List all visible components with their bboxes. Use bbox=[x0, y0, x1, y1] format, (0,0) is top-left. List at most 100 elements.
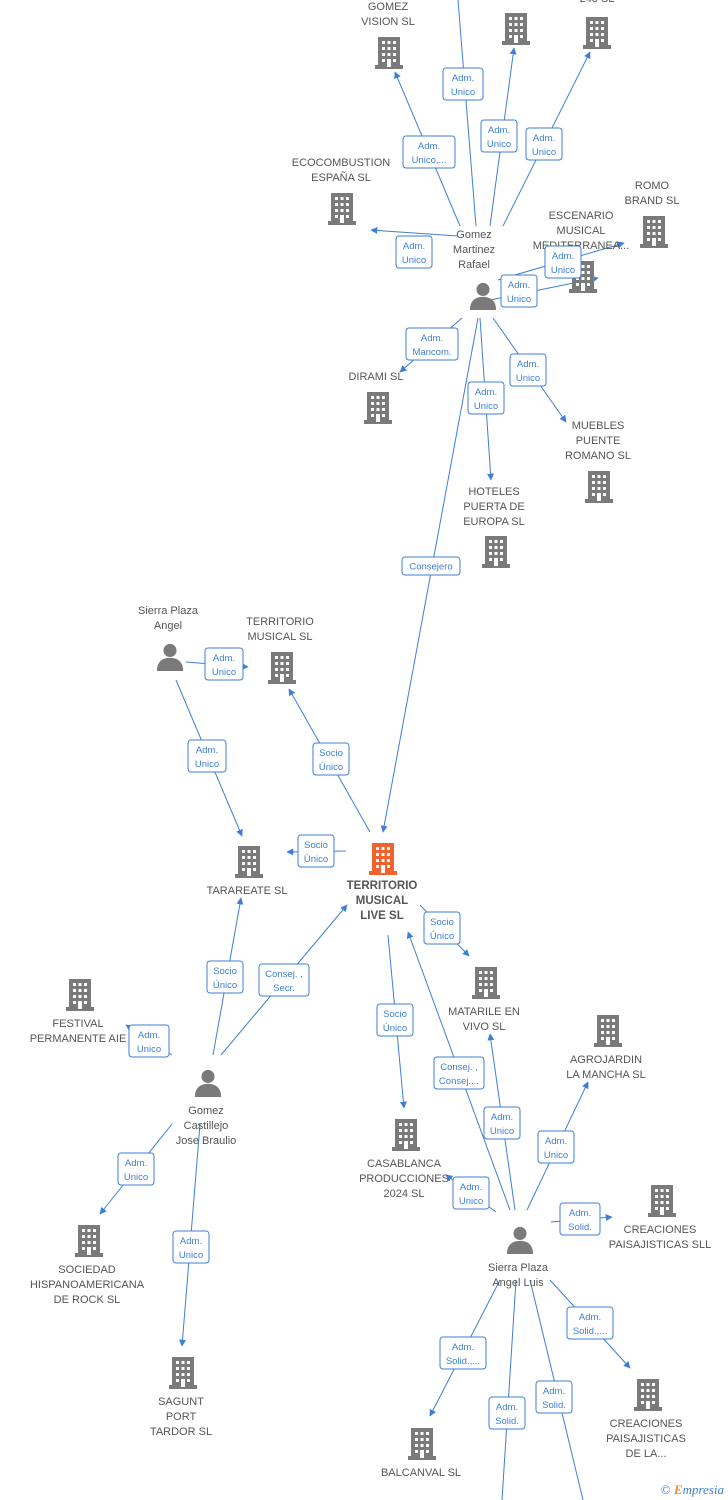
node-label: MUSICAL bbox=[356, 895, 408, 907]
relationship-badge[interactable]: Adm.Solid. bbox=[488, 1396, 526, 1430]
relationship-badge[interactable]: Adm.Unico bbox=[467, 381, 505, 415]
relationship-badge[interactable]: Adm.Unico bbox=[525, 127, 563, 161]
badge-label: Unico bbox=[532, 147, 556, 158]
badge-label: Secr. bbox=[273, 983, 295, 994]
relationship-badge[interactable]: Adm.Solid.,... bbox=[439, 1336, 487, 1370]
badge-label: Solid.,... bbox=[446, 1356, 480, 1367]
badge-box bbox=[117, 1152, 155, 1186]
node-label: ESPAÑA SL bbox=[311, 171, 371, 184]
badge-label: Adm. bbox=[475, 387, 497, 398]
relationship-badge[interactable]: Adm.Unico bbox=[537, 1130, 575, 1164]
building-icon bbox=[375, 37, 403, 69]
node-label: PAISAJISTICAS bbox=[606, 1433, 686, 1445]
relationship-badge[interactable]: Adm. Unico bbox=[442, 67, 484, 101]
relationship-badge[interactable]: Adm.Unico,... bbox=[402, 135, 456, 169]
badge-box bbox=[500, 274, 538, 308]
company-node[interactable]: DIRAMI SL bbox=[348, 371, 404, 424]
company-node[interactable]: BALCANVAL SL bbox=[381, 1428, 461, 1479]
node-label: HOTELES bbox=[468, 486, 519, 498]
badge-label: Consej.... bbox=[439, 1076, 479, 1087]
badge-label: Socio bbox=[319, 748, 343, 759]
node-label: Martinez bbox=[453, 244, 495, 256]
badge-box bbox=[405, 327, 459, 361]
node-label: 243 SL bbox=[580, 0, 615, 5]
node-label: LA MANCHA SL bbox=[566, 1069, 645, 1081]
badge-label: Adm. bbox=[552, 251, 574, 262]
badge-box bbox=[433, 1056, 485, 1090]
relationship-badge[interactable]: Adm.Unico bbox=[172, 1230, 210, 1264]
relationship-badge[interactable]: Adm.Unico bbox=[483, 1106, 521, 1140]
building-icon bbox=[634, 1379, 662, 1411]
company-node[interactable]: TARAREATE SL bbox=[207, 846, 288, 897]
relationship-badge[interactable]: Adm.Solid. bbox=[535, 1380, 573, 1414]
badge-label: Unico bbox=[212, 667, 236, 678]
relationship-badge[interactable]: Adm.Unico bbox=[544, 245, 582, 279]
node-label: 2024 SL bbox=[384, 1188, 425, 1200]
relationship-badge[interactable]: Adm. Unico bbox=[204, 647, 244, 681]
relationship-badge[interactable]: Consejero bbox=[401, 556, 461, 576]
relationship-badge[interactable]: Adm.Unico bbox=[509, 353, 547, 387]
relationship-badge[interactable]: Adm.Unico bbox=[187, 739, 227, 773]
relationship-badge[interactable]: Adm.Unico bbox=[480, 119, 518, 153]
badge-box bbox=[537, 1130, 575, 1164]
relationship-badge[interactable]: Adm.Solid.,... bbox=[566, 1306, 614, 1340]
relationship-badge[interactable]: Adm.Unico bbox=[128, 1024, 170, 1058]
company-node[interactable]: 2019 SL bbox=[496, 0, 537, 45]
badge-box bbox=[442, 67, 484, 101]
relationship-badge[interactable]: Adm.Unico bbox=[395, 235, 433, 269]
badge-label: Adm. bbox=[452, 73, 474, 84]
badge-label: Solid. bbox=[495, 1416, 519, 1427]
badge-label: Adm. bbox=[213, 653, 235, 664]
node-label: CREACIONES bbox=[610, 1418, 683, 1430]
badge-label: Unico,... bbox=[412, 155, 447, 166]
badge-label: Unico bbox=[124, 1172, 148, 1183]
badge-label: Único bbox=[213, 980, 237, 991]
relationship-badge[interactable]: Consej. ,Secr. bbox=[258, 963, 310, 997]
relationship-badge[interactable]: Adm.Unico bbox=[117, 1152, 155, 1186]
badge-label: Unico bbox=[451, 87, 475, 98]
badge-box bbox=[439, 1336, 487, 1370]
relationship-badge[interactable]: Consej. ,Consej.... bbox=[433, 1056, 485, 1090]
node-label: ROMO bbox=[635, 180, 670, 192]
node-label: PUERTA DE bbox=[463, 501, 524, 513]
node-label: ROMANO SL bbox=[565, 450, 631, 462]
relationship-badge[interactable]: Adm.Unico bbox=[452, 1176, 490, 1210]
badge-box bbox=[452, 1176, 490, 1210]
company-node[interactable]: 243 SL bbox=[580, 0, 615, 49]
badge-box bbox=[401, 556, 461, 576]
badge-box bbox=[483, 1106, 521, 1140]
relationship-badge[interactable]: Adm.Mancom. bbox=[405, 327, 459, 361]
relationship-badge[interactable]: Adm.Unico bbox=[500, 274, 538, 308]
node-label: MUSICAL bbox=[557, 225, 606, 237]
badge-box bbox=[509, 353, 547, 387]
node-label: Rafael bbox=[458, 259, 490, 271]
badge-box bbox=[488, 1396, 526, 1430]
badge-label: Unico bbox=[487, 139, 511, 150]
relationship-badge[interactable]: Adm.Solid. bbox=[559, 1202, 601, 1236]
